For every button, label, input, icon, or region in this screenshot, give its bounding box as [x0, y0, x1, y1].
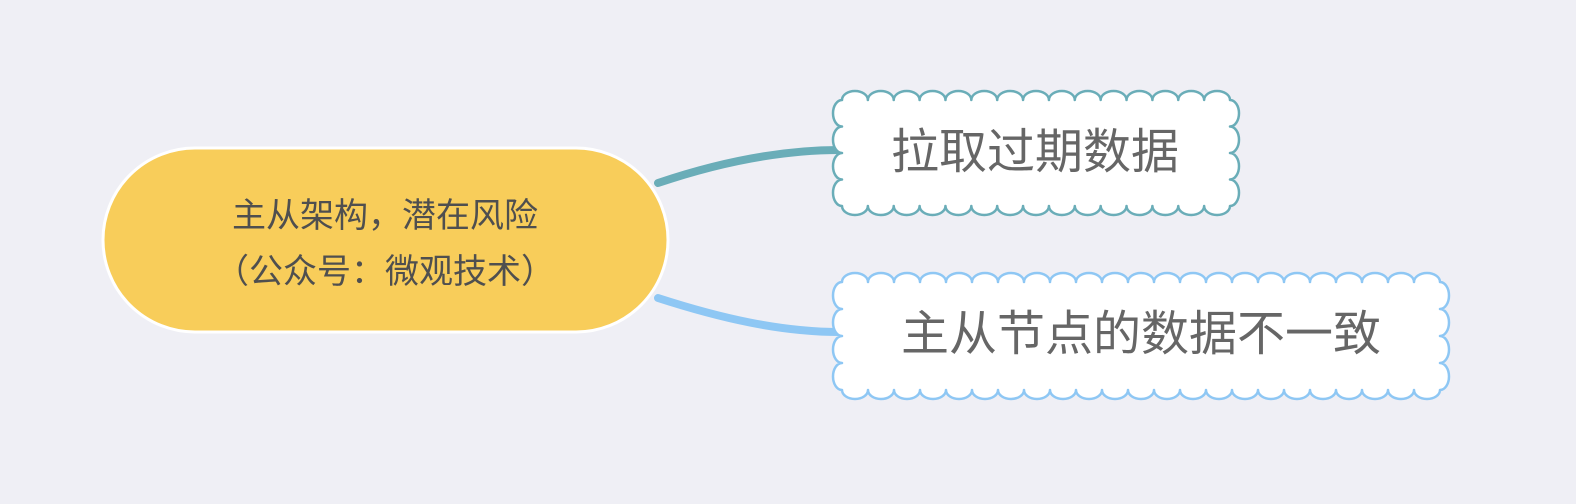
child-topic-1-label: 拉取过期数据 — [891, 124, 1179, 180]
cloud-shape-2 — [831, 271, 1451, 401]
central-topic[interactable]: 主从架构，潜在风险 （公众号：微观技术） — [101, 146, 670, 334]
central-topic-line-2: （公众号：微观技术） — [215, 252, 555, 292]
child-topic-1[interactable]: 拉取过期数据 — [831, 89, 1241, 217]
child-topic-2-label: 主从节点的数据不一致 — [901, 306, 1381, 362]
connector-line-2 — [654, 294, 844, 336]
cloud-shape-1 — [831, 89, 1241, 217]
child-topic-2[interactable]: 主从节点的数据不一致 — [831, 271, 1451, 401]
central-topic-line-1: 主从架构，潜在风险 — [232, 196, 538, 236]
central-topic-shape — [101, 146, 670, 334]
connector-line-1 — [654, 146, 844, 187]
